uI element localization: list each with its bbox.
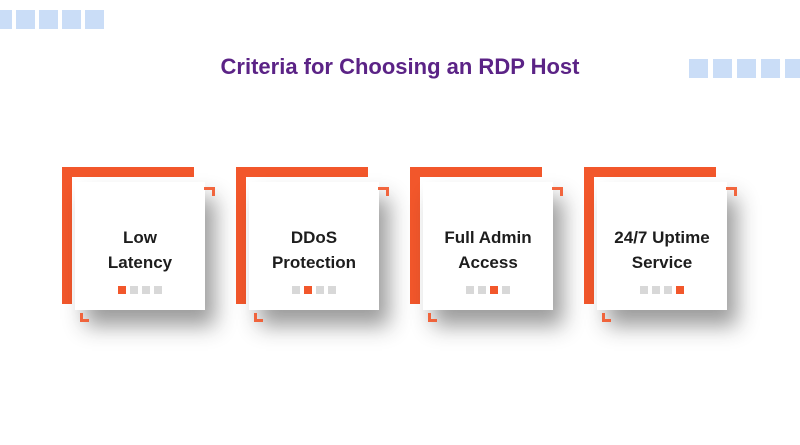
card-body: Low Latency: [75, 182, 205, 310]
progress-dot: [130, 286, 138, 294]
card-label-line2: Service: [631, 253, 693, 272]
card-body: 24/7 Uptime Service: [597, 182, 727, 310]
progress-dot: [652, 286, 660, 294]
card-frame-orange-l: [584, 167, 716, 304]
decor-square: [761, 59, 780, 78]
progress-dots: [597, 286, 727, 294]
decor-square: [39, 10, 58, 29]
card-label: Low Latency: [75, 225, 205, 275]
card-frame-orange-l: [62, 167, 194, 304]
progress-dots: [75, 286, 205, 294]
progress-dot: [664, 286, 672, 294]
progress-dot: [502, 286, 510, 294]
card-frame-orange-l: [410, 167, 542, 304]
card-label: 24/7 Uptime Service: [597, 225, 727, 275]
decor-square: [16, 10, 35, 29]
corner-bracket-bottom-left: [428, 313, 437, 322]
decor-square: [0, 10, 12, 29]
decor-square: [85, 10, 104, 29]
progress-dot-active: [676, 286, 684, 294]
card-ddos-protection: DDoS Protection: [236, 167, 396, 337]
decor-square: [785, 59, 800, 78]
progress-dot: [142, 286, 150, 294]
progress-dots: [249, 286, 379, 294]
card-uptime-service: 24/7 Uptime Service: [584, 167, 744, 337]
card-label-line1: Full Admin: [444, 228, 532, 247]
card-frame-orange-l: [236, 167, 368, 304]
progress-dot: [328, 286, 336, 294]
progress-dot: [154, 286, 162, 294]
corner-bracket-bottom-left: [254, 313, 263, 322]
decor-square: [737, 59, 756, 78]
card-label-line1: Low: [123, 228, 157, 247]
card-body: Full Admin Access: [423, 182, 553, 310]
card-label-line2: Protection: [271, 253, 357, 272]
decor-square: [713, 59, 732, 78]
decor-squares-right: [689, 59, 800, 78]
card-label-line1: DDoS: [290, 228, 338, 247]
card-label-line2: Latency: [107, 253, 173, 272]
progress-dot: [478, 286, 486, 294]
corner-bracket-top-right: [378, 187, 389, 196]
card-full-admin-access: Full Admin Access: [410, 167, 570, 337]
card-label: DDoS Protection: [249, 225, 379, 275]
progress-dots: [423, 286, 553, 294]
card-body: DDoS Protection: [249, 182, 379, 310]
progress-dot: [292, 286, 300, 294]
corner-bracket-bottom-left: [602, 313, 611, 322]
card-label-line1: 24/7 Uptime: [614, 228, 710, 247]
corner-bracket-top-right: [204, 187, 215, 196]
decor-square: [62, 10, 81, 29]
corner-bracket-bottom-left: [80, 313, 89, 322]
card-label-line2: Access: [458, 253, 518, 272]
progress-dot-active: [118, 286, 126, 294]
page-title: Criteria for Choosing an RDP Host: [220, 54, 580, 79]
card-low-latency: Low Latency: [62, 167, 222, 337]
decor-squares-top-left: [0, 10, 104, 29]
corner-bracket-top-right: [552, 187, 563, 196]
progress-dot-active: [490, 286, 498, 294]
card-label: Full Admin Access: [423, 225, 553, 275]
progress-dot-active: [304, 286, 312, 294]
decor-square: [689, 59, 708, 78]
corner-bracket-top-right: [726, 187, 737, 196]
progress-dot: [316, 286, 324, 294]
progress-dot: [640, 286, 648, 294]
progress-dot: [466, 286, 474, 294]
